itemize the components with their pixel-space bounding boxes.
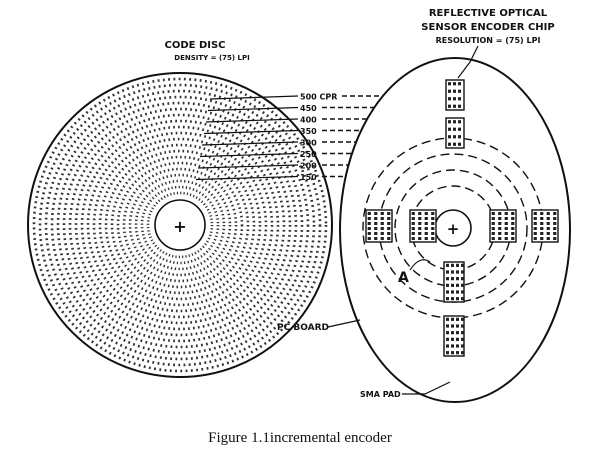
point-a-leader — [409, 259, 431, 271]
cpr-label: 250 — [300, 150, 317, 159]
disc-track-ring — [116, 161, 244, 289]
cpr-label: 450 — [300, 104, 317, 113]
code-disc-title: CODE DISC — [164, 40, 225, 51]
sensor-chip — [445, 117, 465, 149]
smd-pad-label: SMA PAD — [360, 390, 401, 399]
disc-track-ring — [62, 107, 298, 343]
disc-track-ring — [104, 149, 256, 301]
sensor-chips — [365, 79, 559, 357]
disc-track-ring — [44, 89, 316, 361]
pc-board-label: PC BOARD — [277, 323, 329, 333]
disc-track-ring — [110, 155, 250, 295]
sensor-leader — [457, 45, 479, 79]
cpr-label: 500 CPR — [300, 93, 337, 102]
point-a-label: A — [398, 270, 409, 286]
sensor-chip — [445, 79, 465, 111]
disc-track-ring — [98, 143, 262, 307]
cpr-leader-left — [205, 118, 299, 123]
cpr-label: 150 — [300, 173, 317, 182]
sensor-label-line1: REFLECTIVE OPTICAL — [429, 8, 548, 19]
cpr-label: 350 — [300, 127, 317, 136]
disc-track-ring — [68, 113, 292, 337]
disc-track-ring — [86, 131, 274, 319]
sensor-chip — [489, 209, 517, 243]
cpr-label: 300 — [300, 139, 317, 148]
code-disc-center-mark: + — [173, 217, 186, 236]
pc-board: + — [339, 57, 571, 403]
code-disc-density: DENSITY = (75) LPI — [174, 54, 249, 62]
disc-track-ring — [32, 77, 328, 373]
disc-track-ring — [80, 125, 280, 325]
code-disc: + — [27, 72, 333, 378]
cpr-leader-left — [195, 175, 299, 181]
cpr-leader-left — [201, 141, 299, 146]
cpr-label: 200 — [300, 162, 317, 171]
cpr-leader-left — [199, 152, 299, 158]
sensor-chip — [365, 209, 393, 243]
disc-track-ring — [92, 137, 268, 313]
sensor-chip — [409, 209, 437, 243]
disc-track-ring — [140, 185, 220, 265]
cpr-labels: 500 CPR 450 400 350 300 250 200 150 — [300, 93, 337, 183]
disc-track-ring — [128, 173, 232, 277]
sensor-label-line3: RESOLUTION = (75) LPI — [436, 36, 541, 45]
disc-track-ring — [38, 83, 322, 367]
pc-board-leader — [327, 319, 361, 328]
pc-board-center-mark: + — [447, 220, 460, 238]
cpr-leader-left — [197, 164, 299, 169]
disc-track-ring — [146, 191, 214, 259]
disc-track-ring — [134, 179, 226, 271]
disc-track-ring — [56, 101, 304, 349]
cpr-label: 400 — [300, 116, 317, 125]
disc-track-ring — [50, 95, 310, 355]
disc-track-ring — [74, 119, 286, 331]
cpr-leader-left — [207, 106, 299, 112]
code-disc-tracks — [32, 77, 328, 373]
encoder-diagram: + CODE DISC DENSITY = (75) LPI 500 CPR 45… — [27, 8, 571, 403]
sensor-chip — [443, 261, 465, 303]
figure-caption: Figure 1.1incremental encoder — [208, 430, 392, 446]
sensor-chip — [443, 315, 465, 357]
disc-track-ring — [122, 167, 238, 283]
cpr-leader-left — [203, 129, 299, 135]
smd-pad-leader — [402, 381, 451, 395]
sensor-chip — [531, 209, 559, 243]
cpr-leader-left — [209, 95, 299, 100]
sensor-label-line2: SENSOR ENCODER CHIP — [421, 22, 554, 33]
